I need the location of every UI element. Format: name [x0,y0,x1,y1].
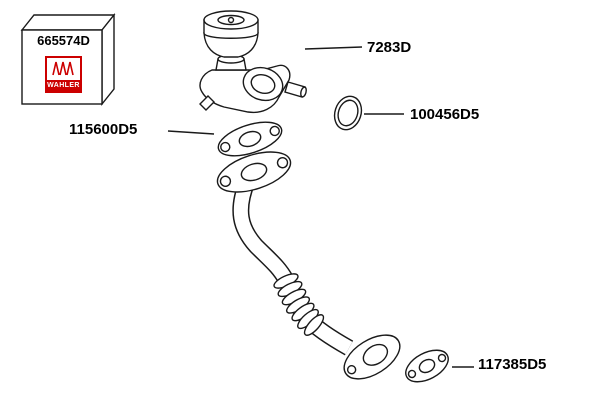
part-label-gasket-upper: 115600D5 [69,121,138,138]
wahler-logo-icon [52,61,74,76]
gasket-lower-drawing [405,349,449,383]
egr-valve-drawing [199,10,307,114]
pipe-top-flange [216,151,292,193]
wahler-brand-text: WAHLER [47,80,80,91]
leader-lines [167,46,474,368]
part-label-seal-ring: 100456D5 [410,106,480,123]
box-part-number: 665574D [37,33,90,48]
seal-ring-drawing [333,95,363,131]
gasket-upper-drawing [217,121,283,157]
pipe-bottom-flange [343,334,401,380]
egr-pipe-drawing [232,178,401,380]
pipe-bellows [273,273,325,336]
part-label-gasket-lower: 117385D5 [478,356,547,373]
wahler-logo: WAHLER [45,56,82,93]
part-label-egr-valve: 7283D [367,39,412,56]
